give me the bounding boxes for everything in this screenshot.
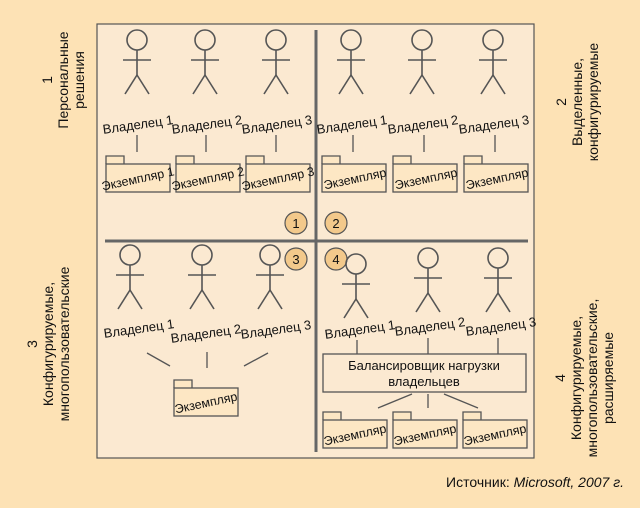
quadrant-2-number: 2 — [553, 98, 569, 106]
quadrant-3-label: 3 Конфигурируемые, многопользовательские — [24, 244, 72, 444]
load-balancer-box: Балансировщик нагрузки владельцев — [322, 353, 527, 393]
load-balancer-line-2: владельцев — [388, 374, 460, 389]
quadrant-4-label: 4 Конфигурируемые, многопользовательские… — [552, 278, 616, 478]
quadrant-1-label: 1 Персональные решения — [39, 0, 87, 180]
quadrant-2-label: 2 Выделенные, конфигурируемые — [553, 2, 601, 202]
source-caption: Источник: Microsoft, 2007 г. — [446, 474, 624, 490]
source-publisher: Microsoft — [513, 474, 571, 490]
badge-2: 2 — [324, 211, 348, 235]
source-year: , 2007 г. — [570, 474, 624, 490]
badge-4: 4 — [324, 247, 348, 271]
badge-3: 3 — [284, 247, 308, 271]
svg-text:2: 2 — [332, 216, 339, 231]
quadrant-4-number: 4 — [552, 374, 568, 382]
load-balancer-line-1: Балансировщик нагрузки — [348, 358, 500, 373]
svg-text:3: 3 — [292, 252, 299, 267]
svg-text:1: 1 — [292, 216, 299, 231]
svg-text:4: 4 — [332, 252, 339, 267]
quadrant-1-number: 1 — [39, 76, 55, 84]
badge-1: 1 — [284, 211, 308, 235]
quadrant-3-number: 3 — [24, 340, 40, 348]
